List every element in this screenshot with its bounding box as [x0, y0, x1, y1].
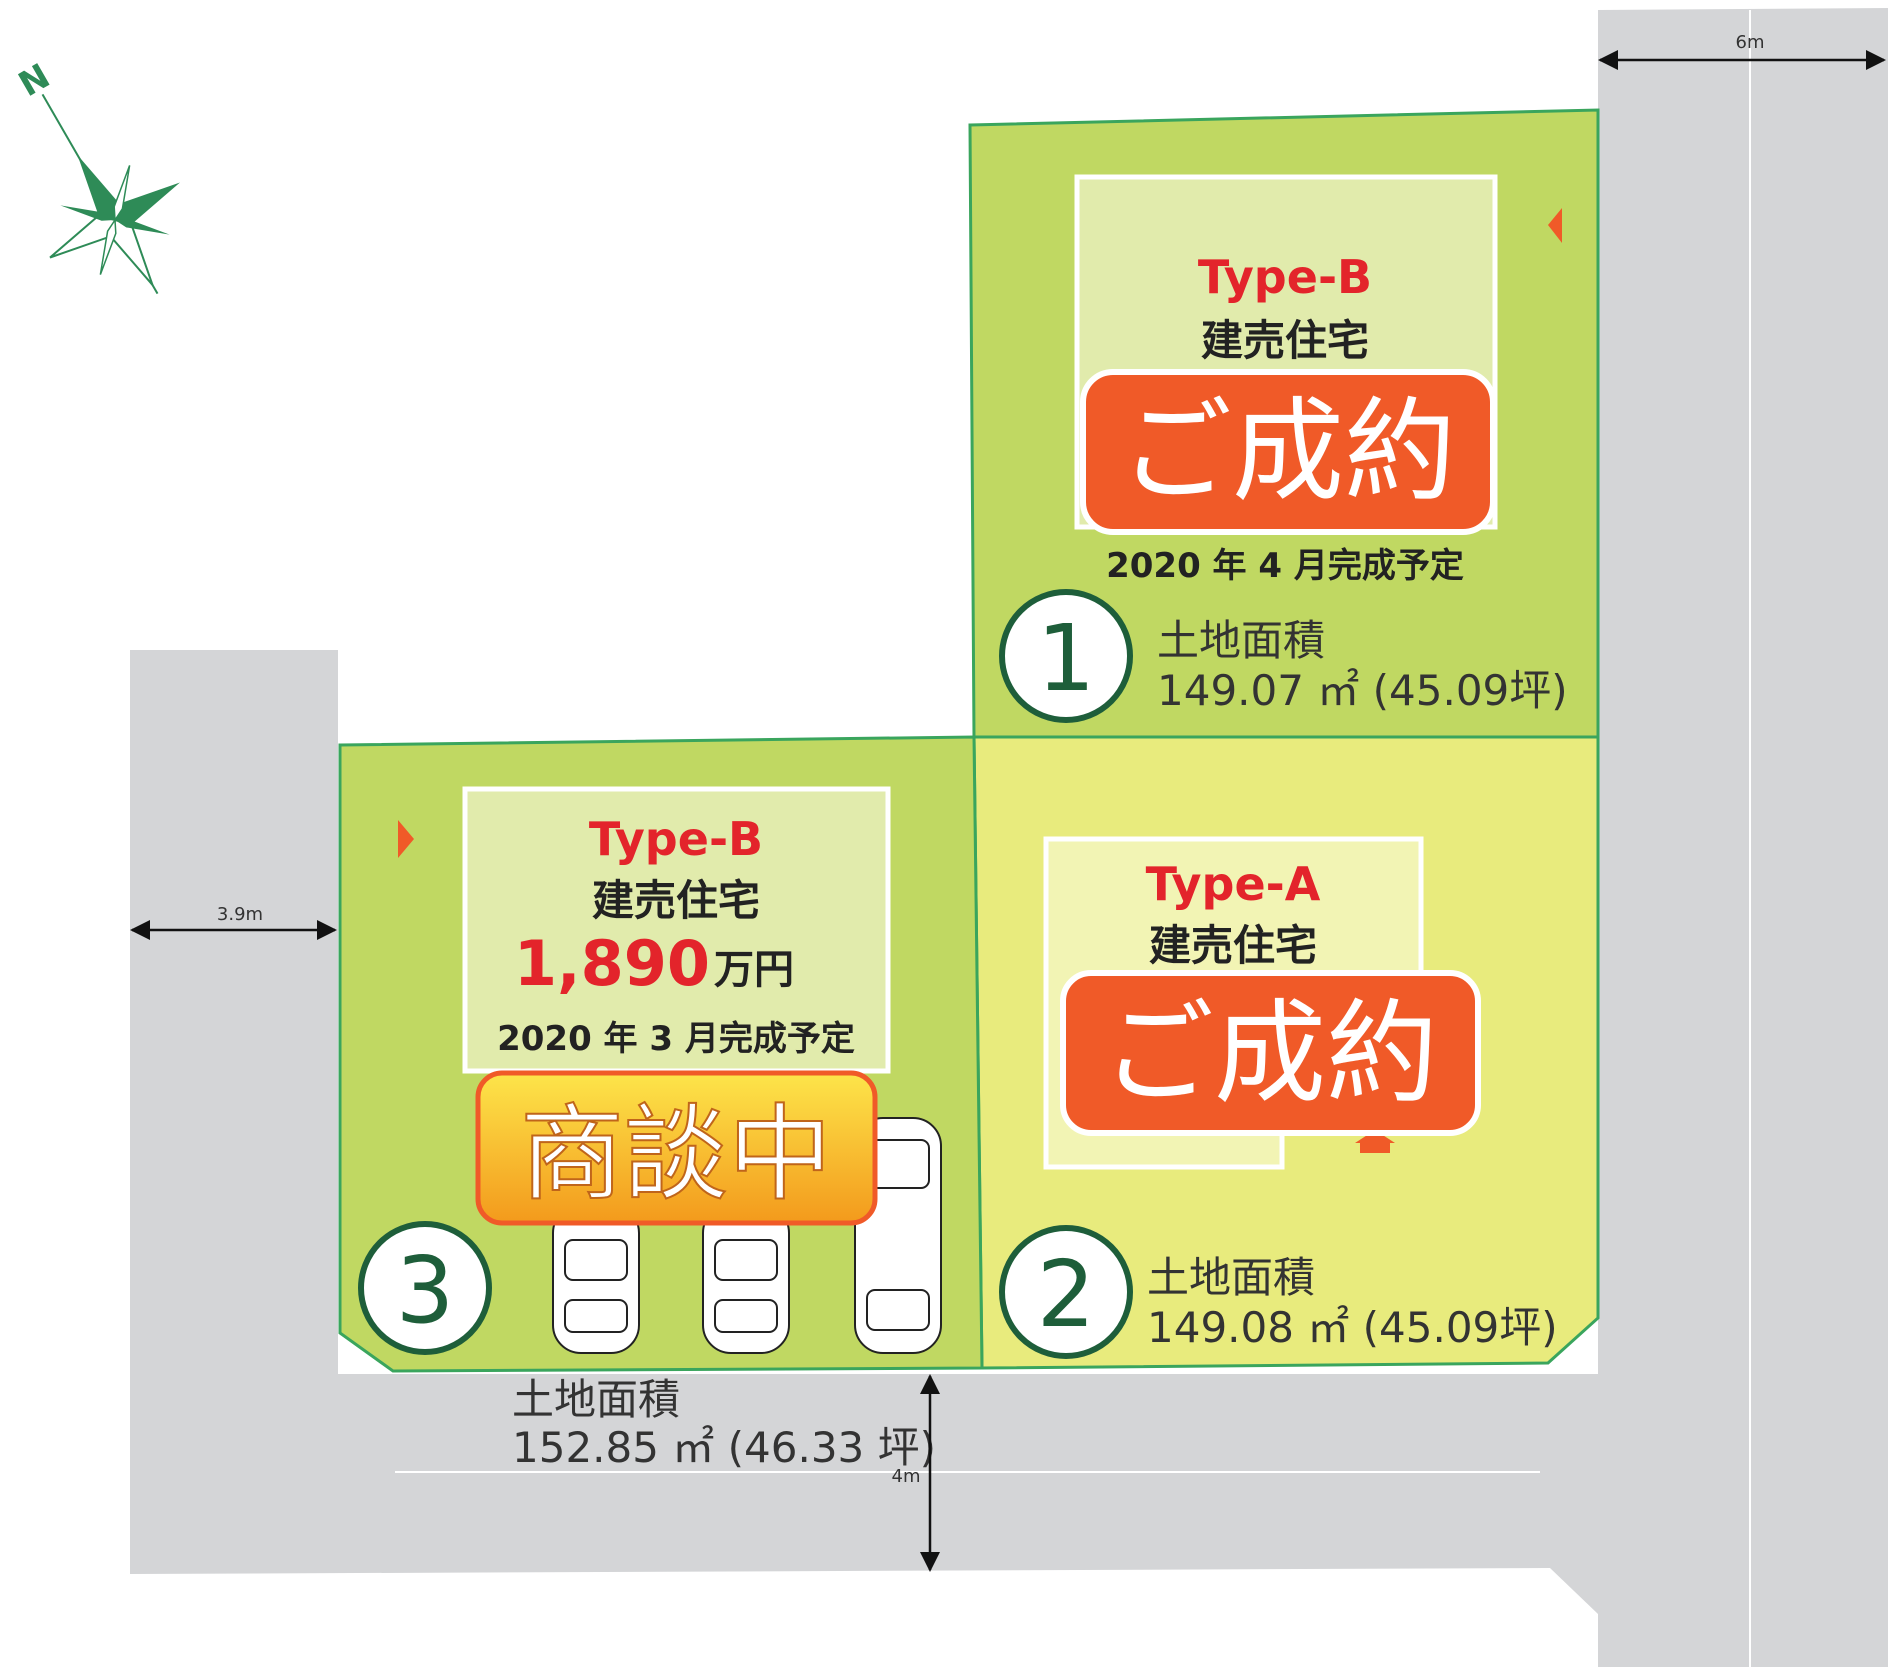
entrance-markers	[398, 208, 1562, 1153]
lot-1-number: 1	[1037, 605, 1096, 712]
dimension-labels: 6m 3.9m 4m	[217, 32, 1765, 1487]
lot-2-number-circle	[999, 1225, 1133, 1359]
entrance-arrow-icon	[1548, 208, 1562, 243]
east-road	[1598, 8, 1888, 1667]
south-road	[130, 1374, 1598, 1614]
lot-3-number-circle	[358, 1221, 492, 1355]
lot-2-labels: Type-A 建売住宅 ご成約	[1060, 857, 1481, 1136]
lot-2-number: 2	[1037, 1241, 1096, 1348]
dimensions	[130, 50, 1886, 1572]
land-area-labels: 土地面積 149.07 ㎡ (45.09坪) 土地面積 149.08 ㎡ (45…	[512, 616, 1568, 1472]
lot-3-area-label: 土地面積	[512, 1375, 680, 1424]
lot-1-area-label: 土地面積	[1157, 616, 1325, 665]
lot-1-category: 建売住宅	[1201, 316, 1369, 365]
lot-1-sold-badge	[1080, 369, 1496, 535]
houses	[462, 174, 1498, 1170]
entrance-arrow-icon	[398, 820, 414, 858]
lot-3-category: 建売住宅	[592, 876, 760, 925]
west-road	[130, 650, 338, 1374]
south-road-width-label: 4m	[892, 1466, 921, 1487]
lot-3-labels: Type-B 建売住宅 1,890 万円 2020 年 3 月完成予定 商談中	[475, 812, 878, 1226]
lot-3-number: 3	[396, 1237, 455, 1344]
compass-north-label: N	[12, 56, 57, 105]
lot-2-type: Type-A	[1146, 857, 1321, 911]
lot-2-sold-badge	[1060, 970, 1481, 1136]
lot-1-completion: 2020 年 4 月完成予定	[1106, 546, 1464, 586]
entrance-arrow-icon	[1360, 1143, 1390, 1153]
lot-numbers: 1 2 3	[358, 589, 1133, 1359]
lot-1-number-circle	[999, 589, 1133, 723]
lot-1-area-value: 149.07 ㎡ (45.09坪)	[1157, 666, 1568, 715]
lot-3-negotiating-badge	[475, 1070, 878, 1226]
lot-3-area-value: 152.85 ㎡ (46.33 坪)	[512, 1423, 936, 1472]
car-icon	[702, 1204, 790, 1354]
compass-rose-icon: N	[12, 56, 180, 295]
lot-3-type: Type-B	[589, 812, 763, 866]
lot-2-area-label: 土地面積	[1147, 1253, 1315, 1302]
lot-1-type: Type-B	[1198, 250, 1372, 304]
east-road-width-label: 6m	[1736, 32, 1765, 53]
lot-1-labels: Type-B 建売住宅 ご成約 2020 年 4 月完成予定	[1080, 250, 1496, 586]
lot-2-area-value: 149.08 ㎡ (45.09坪)	[1147, 1303, 1558, 1352]
lot-3-completion: 2020 年 3 月完成予定	[497, 1019, 855, 1059]
lot-2-status: ご成約	[1102, 989, 1438, 1119]
lot-3-price: 1,890	[514, 927, 710, 1000]
lot-3-status: 商談中	[520, 1093, 832, 1215]
lot-1-status: ご成約	[1120, 387, 1456, 517]
lot-3-price-unit: 万円	[714, 947, 794, 993]
lot-2-category: 建売住宅	[1149, 921, 1317, 970]
entrance-arrow-icon	[1355, 1130, 1395, 1143]
car-icon	[552, 1204, 640, 1354]
west-road-width-label: 3.9m	[217, 904, 263, 925]
roads	[130, 8, 1888, 1667]
